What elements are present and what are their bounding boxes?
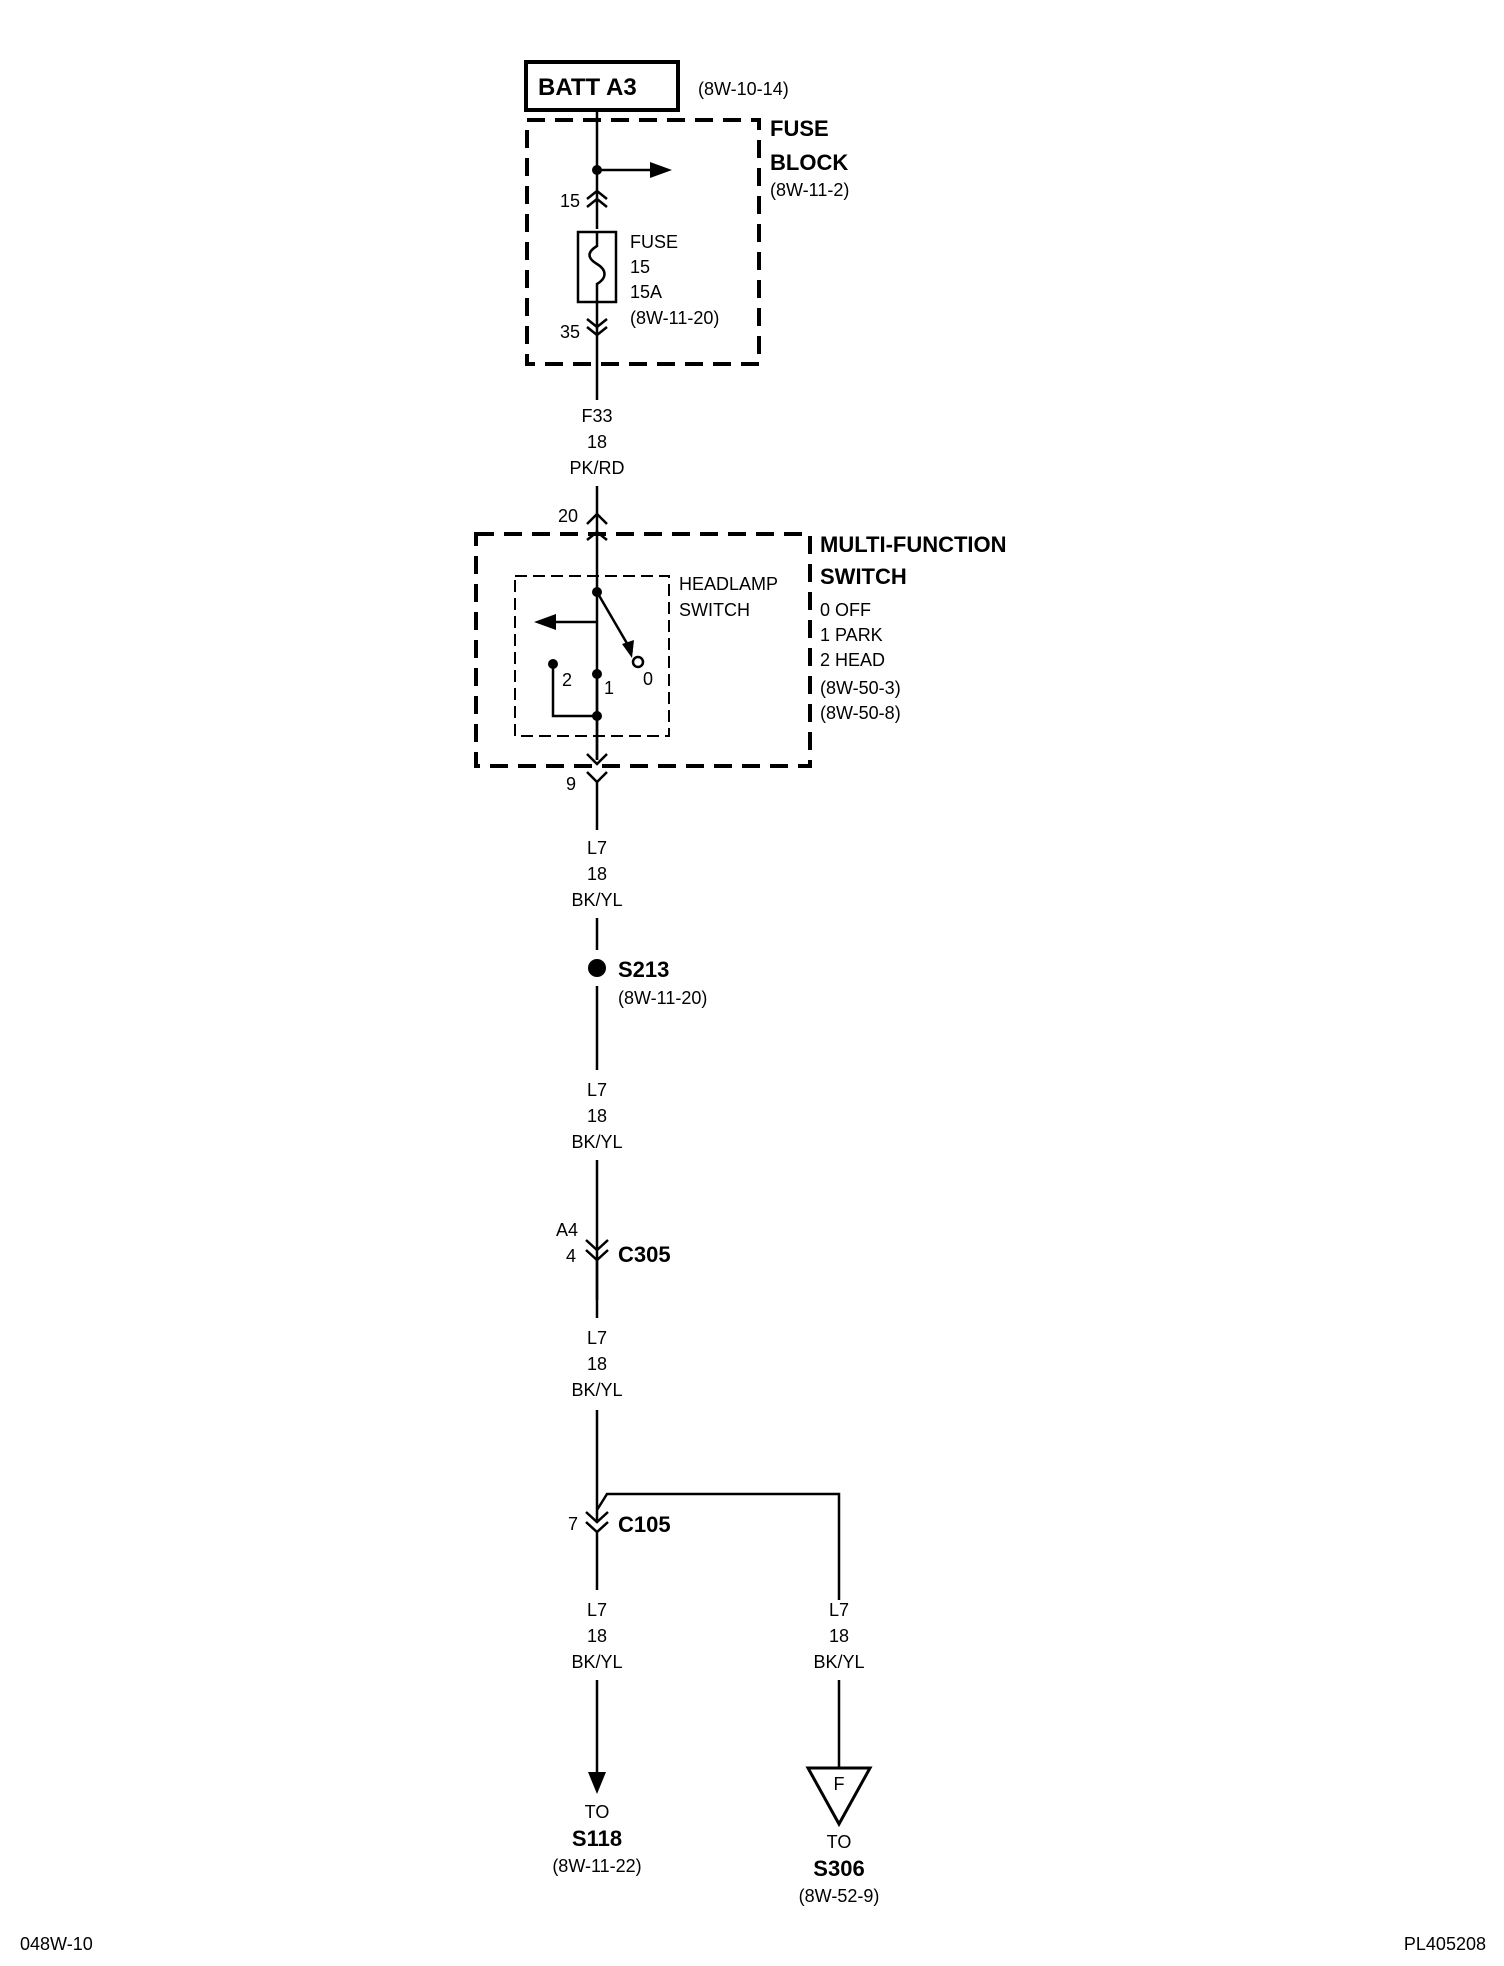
fuse-element-icon xyxy=(588,232,606,302)
wire-l7-3-gauge: 18 xyxy=(587,1354,607,1374)
fuse-block-branch-arrow-icon xyxy=(650,162,672,178)
fuse-block: FUSE BLOCK (8W-11-2) 15 FUSE 15 15A (8W-… xyxy=(525,110,849,400)
splice-s213-name: S213 xyxy=(618,957,669,982)
switch-exit-icon xyxy=(586,753,608,766)
wire-branch-to-s306 xyxy=(595,1492,841,1600)
wire-f33-color: PK/RD xyxy=(569,458,624,478)
wire-l7-segment-5: L7 18 BK/YL xyxy=(813,1600,865,1768)
fuse-ref: (8W-11-20) xyxy=(630,308,719,328)
wire-l7-4-circuit: L7 xyxy=(587,1600,607,1620)
wire-l7-2-gauge: 18 xyxy=(587,1106,607,1126)
fuse-number: 15 xyxy=(630,257,650,277)
destination-s306: F TO S306 (8W-52-9) xyxy=(799,1766,880,1906)
destination-s118: TO S118 (8W-11-22) xyxy=(552,1802,641,1876)
wire-l7-3-circuit: L7 xyxy=(587,1328,607,1348)
wire-l7-2-circuit: L7 xyxy=(587,1080,607,1100)
wire-l7-1-circuit: L7 xyxy=(587,838,607,858)
dest-s118-to: TO xyxy=(585,1802,610,1822)
pin-15-label: 15 xyxy=(560,191,580,211)
dest-s306-flag: F xyxy=(834,1774,845,1794)
mfs-title-2: SWITCH xyxy=(820,564,907,589)
mfs-position-1: 1 PARK xyxy=(820,625,883,645)
switch-blade xyxy=(595,591,634,653)
multi-function-switch: 20 MULTI-FUNCTION SWITCH 0 OFF 1 PARK 2 … xyxy=(474,506,1007,794)
switch-pos-0-label: 0 xyxy=(643,669,653,689)
fuse-name: FUSE xyxy=(630,232,678,252)
connector-c305-pin-b: 4 xyxy=(566,1246,576,1266)
splice-s213-dot xyxy=(588,959,606,977)
pin-9-connector-icon xyxy=(586,771,608,784)
connector-c105: 7 C105 xyxy=(568,1492,841,1600)
dest-s306-to: TO xyxy=(827,1832,852,1852)
switch-ganged-arrow-icon xyxy=(534,614,556,630)
connector-c305-pin-a: A4 xyxy=(556,1220,578,1240)
switch-contact-0 xyxy=(631,655,645,669)
mfs-title-1: MULTI-FUNCTION xyxy=(820,532,1007,557)
battery-source: BATT A3 (8W-10-14) xyxy=(524,60,789,112)
dest-s306-name: S306 xyxy=(813,1856,864,1881)
wire-f33-gauge: 18 xyxy=(587,432,607,452)
footer-right-code: PL405208 xyxy=(1404,1934,1486,1954)
splice-s213-ref: (8W-11-20) xyxy=(618,988,707,1008)
wire-l7-5-gauge: 18 xyxy=(829,1626,849,1646)
flag-triangle-icon xyxy=(805,1766,873,1828)
mfs-position-2: 2 HEAD xyxy=(820,650,885,670)
fuse-block-outline xyxy=(525,118,761,366)
dest-s118-name: S118 xyxy=(572,1826,622,1851)
pin-9-label: 9 xyxy=(566,774,576,794)
connector-c105-name: C105 xyxy=(618,1512,671,1537)
wire-l7-3-color: BK/YL xyxy=(571,1380,622,1400)
battery-label-box xyxy=(524,60,680,112)
wire-l7-2-color: BK/YL xyxy=(571,1132,622,1152)
pin-35-label: 35 xyxy=(560,322,580,342)
dest-s306-ref: (8W-52-9) xyxy=(799,1886,880,1906)
wire-l7-4-gauge: 18 xyxy=(587,1626,607,1646)
wire-l7-1-color: BK/YL xyxy=(571,890,622,910)
wire-l7-segment-2: L7 18 BK/YL xyxy=(571,986,623,1300)
dest-s118-ref: (8W-11-22) xyxy=(552,1856,641,1876)
switch-entry-icon xyxy=(586,530,608,541)
wire-l7-segment-1: L7 18 BK/YL xyxy=(571,782,623,950)
connector-c105-pin: 7 xyxy=(568,1514,578,1534)
fuse-rating: 15A xyxy=(630,282,662,302)
mfs-ref-2: (8W-50-8) xyxy=(820,703,901,723)
fuse-block-title-2: BLOCK xyxy=(770,150,848,175)
headlamp-switch-label-2: SWITCH xyxy=(679,600,750,620)
pin-35-connector-icon xyxy=(586,318,608,337)
wire-l7-4-color: BK/YL xyxy=(571,1652,622,1672)
connector-c305: A4 4 C305 xyxy=(556,1220,671,1267)
wire-l7-1-gauge: 18 xyxy=(587,864,607,884)
arrow-to-s118-icon xyxy=(588,1772,606,1794)
headlamp-switch-outline xyxy=(514,575,670,737)
splice-s213: S213 (8W-11-20) xyxy=(588,957,707,1008)
switch-contact-2-jumper xyxy=(551,664,597,718)
wire-l7-5-circuit: L7 xyxy=(829,1600,849,1620)
headlamp-switch-label-1: HEADLAMP xyxy=(679,574,778,594)
battery-label: BATT A3 xyxy=(538,74,637,101)
mfs-position-0: 0 OFF xyxy=(820,600,871,620)
switch-blade-arrow-icon xyxy=(622,640,634,658)
battery-ref: (8W-10-14) xyxy=(698,79,789,99)
switch-pos-1-label: 1 xyxy=(604,678,614,698)
fuse-block-title-1: FUSE xyxy=(770,116,829,141)
wire-f33-circuit: F33 xyxy=(581,406,612,426)
pin-20-connector-icon xyxy=(586,512,608,525)
footer-left-code: 048W-10 xyxy=(20,1934,93,1954)
mfs-ref-1: (8W-50-3) xyxy=(820,678,901,698)
switch-output-junction xyxy=(592,711,602,721)
wire-l7-5-color: BK/YL xyxy=(813,1652,864,1672)
wire-l7-segment-4: L7 18 BK/YL xyxy=(571,1532,623,1794)
pin-20-label: 20 xyxy=(558,506,578,526)
connector-c305-name: C305 xyxy=(618,1242,671,1267)
fuse-block-ref: (8W-11-2) xyxy=(770,180,849,200)
wire-l7-segment-3: L7 18 BK/YL xyxy=(571,1260,623,1520)
switch-pos-2-label: 2 xyxy=(562,670,572,690)
multi-function-switch-outline xyxy=(474,532,812,768)
pin-15-connector-icon xyxy=(586,189,608,208)
